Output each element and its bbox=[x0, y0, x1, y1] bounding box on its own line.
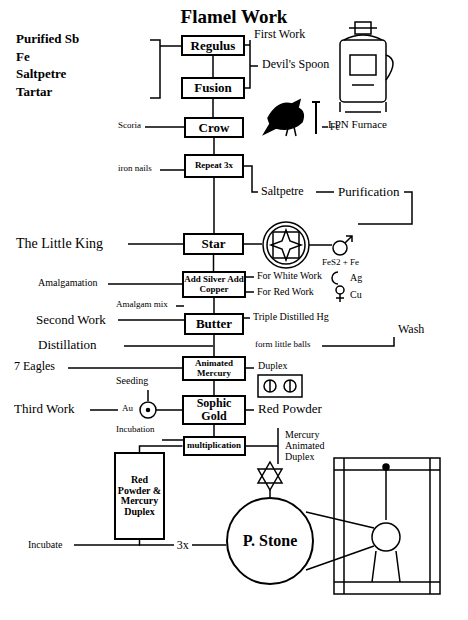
note-label: iron nails bbox=[118, 164, 152, 174]
flow-line bbox=[212, 56, 214, 77]
flow-line bbox=[213, 381, 215, 395]
node-text: Sophic Gold bbox=[184, 397, 244, 422]
node-text: Butter bbox=[196, 317, 232, 331]
reagent-label: Mercury Animated Duplex bbox=[282, 429, 337, 462]
process-box: Star bbox=[183, 233, 244, 255]
node-text: Fusion bbox=[194, 81, 232, 95]
node-text: Repeat 3x bbox=[195, 161, 233, 170]
note-label: Duplex bbox=[258, 360, 287, 371]
node-text: Crow bbox=[199, 121, 230, 135]
flow-line bbox=[213, 335, 215, 356]
node-text: Regulus bbox=[191, 39, 236, 53]
process-box: Regulus bbox=[181, 35, 245, 56]
note-label: 7 Eagles bbox=[14, 360, 55, 373]
process-box: Animated Mercury bbox=[182, 356, 246, 381]
formula-label: FeS2 + Fe bbox=[322, 258, 359, 268]
flow-line bbox=[213, 138, 215, 154]
node-text: P. Stone bbox=[243, 533, 298, 550]
flow-line bbox=[213, 178, 215, 233]
duplex-symbol bbox=[258, 375, 302, 397]
hexagram-symbol bbox=[258, 462, 282, 497]
ingredient-label: Fe bbox=[16, 50, 30, 64]
star-regulus-icon bbox=[244, 222, 309, 268]
note-label: For White Work bbox=[257, 270, 322, 281]
product-label: Red Powder bbox=[258, 402, 322, 416]
flow-line bbox=[213, 425, 215, 436]
process-label: Incubate bbox=[28, 539, 62, 550]
sun-symbol bbox=[140, 402, 156, 418]
ingredient-label: Purified Sb bbox=[16, 32, 79, 46]
edge-label: 3x bbox=[174, 538, 192, 553]
process-label: Purification bbox=[338, 185, 399, 199]
node-text: multiplication bbox=[187, 441, 241, 450]
process-box: multiplication bbox=[183, 436, 246, 456]
product-box: Red Powder & Mercury Duplex bbox=[114, 452, 165, 540]
element-label: Ag bbox=[350, 272, 362, 283]
process-label: Distillation bbox=[38, 338, 97, 352]
node-text: Add Silver Add Copper bbox=[184, 275, 244, 294]
flow-line bbox=[213, 255, 215, 271]
process-box: Sophic Gold bbox=[182, 395, 246, 425]
stone-circle: P. Stone bbox=[226, 497, 314, 585]
process-box: Repeat 3x bbox=[184, 154, 244, 178]
node-text: Star bbox=[202, 237, 226, 251]
stage-label: Second Work bbox=[36, 313, 106, 327]
tool-label: Devil's Spoon bbox=[262, 58, 329, 71]
venus-symbol bbox=[336, 286, 344, 302]
note-label: form little balls bbox=[255, 340, 311, 350]
node-text: Animated Mercury bbox=[184, 359, 244, 378]
process-label: Amalgamation bbox=[38, 277, 97, 288]
moon-symbol bbox=[332, 272, 338, 284]
process-box: Crow bbox=[184, 117, 244, 138]
ingredient-label: Saltpetre bbox=[16, 67, 66, 81]
flow-line bbox=[212, 99, 214, 117]
note-label: For Red Work bbox=[257, 286, 314, 297]
ingredient-label: Tartar bbox=[16, 85, 52, 99]
reagent-label: Saltpetre bbox=[261, 185, 304, 198]
element-label: Au bbox=[122, 404, 133, 414]
process-box: Add Silver Add Copper bbox=[182, 271, 246, 298]
athanor-apparatus bbox=[306, 458, 440, 594]
stage-label: First Work bbox=[254, 28, 305, 41]
node-text: Red Powder & Mercury Duplex bbox=[116, 475, 163, 517]
note-label: Scoria bbox=[118, 121, 141, 131]
diagram-title: Flamel Work bbox=[0, 6, 468, 28]
reagent-label: Triple Distilled Hg bbox=[253, 311, 329, 322]
process-label: Wash bbox=[398, 323, 424, 336]
process-label: Seeding bbox=[116, 375, 148, 386]
flow-line bbox=[213, 298, 215, 313]
process-box: Fusion bbox=[181, 77, 245, 99]
element-label: Cu bbox=[350, 289, 362, 300]
furnace-icon bbox=[340, 22, 393, 112]
name-label: The Little King bbox=[16, 236, 103, 251]
mars-symbol bbox=[309, 236, 352, 255]
process-box: Butter bbox=[184, 313, 244, 335]
process-label: Incubation bbox=[116, 425, 155, 435]
note-label: Amalgam mix bbox=[116, 300, 168, 310]
stage-label: Third Work bbox=[14, 402, 74, 416]
element-label: Fe bbox=[330, 121, 340, 132]
crow-icon bbox=[264, 100, 328, 136]
